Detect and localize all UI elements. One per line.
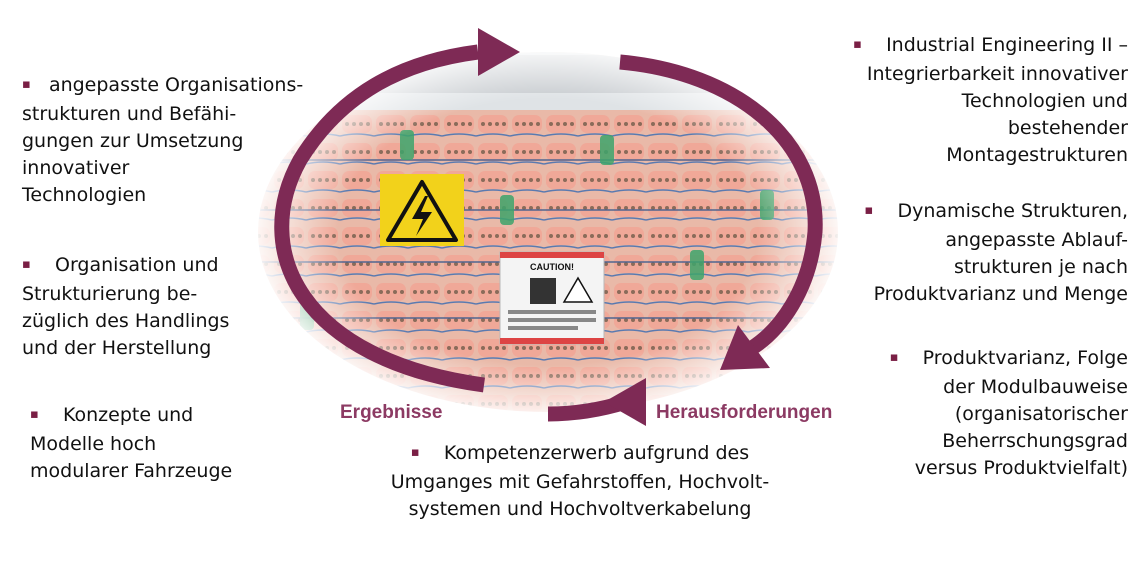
arrow-top-left <box>274 44 486 393</box>
arrowhead-bottom-icon <box>604 378 646 426</box>
label-ergebnisse: Ergebnisse <box>340 402 443 423</box>
caution-title: CAUTION! <box>530 262 574 272</box>
bullet-icon: ▪ <box>889 350 899 365</box>
arrowhead-top-icon <box>478 28 520 76</box>
left-item-3: ▪ Konzepte und Modelle hoch modularer Fa… <box>30 402 232 485</box>
caution-label: CAUTION! <box>499 251 605 345</box>
bullet-icon: ▪ <box>864 203 874 218</box>
bullet-icon: ▪ <box>22 257 31 272</box>
bullet-icon: ▪ <box>30 407 39 422</box>
bullet-icon: ▪ <box>22 77 31 92</box>
arrowhead-right-icon <box>720 325 770 370</box>
left-item-1: ▪ angepasste Organisations- strukturen u… <box>22 72 303 209</box>
right-item-1: ▪ Industrial Engineering II – Integrierb… <box>853 32 1128 169</box>
right-item-2: ▪ Dynamische Strukturen, angepasste Abla… <box>865 198 1128 308</box>
bullet-icon: ▪ <box>410 445 420 460</box>
arrow-top-right <box>619 54 823 355</box>
bottom-item: ▪ Kompetenzerwerb aufgrund des Umganges … <box>360 440 800 523</box>
high-voltage-warning-icon <box>380 174 464 246</box>
left-item-2: ▪ Organisation und Strukturierung be- zü… <box>22 252 229 362</box>
label-herausforderungen: Herausforderungen <box>656 402 833 423</box>
right-item-3: ▪ Produktvarianz, Folge der Modulbauweis… <box>890 345 1128 482</box>
bullet-icon: ▪ <box>853 37 862 52</box>
